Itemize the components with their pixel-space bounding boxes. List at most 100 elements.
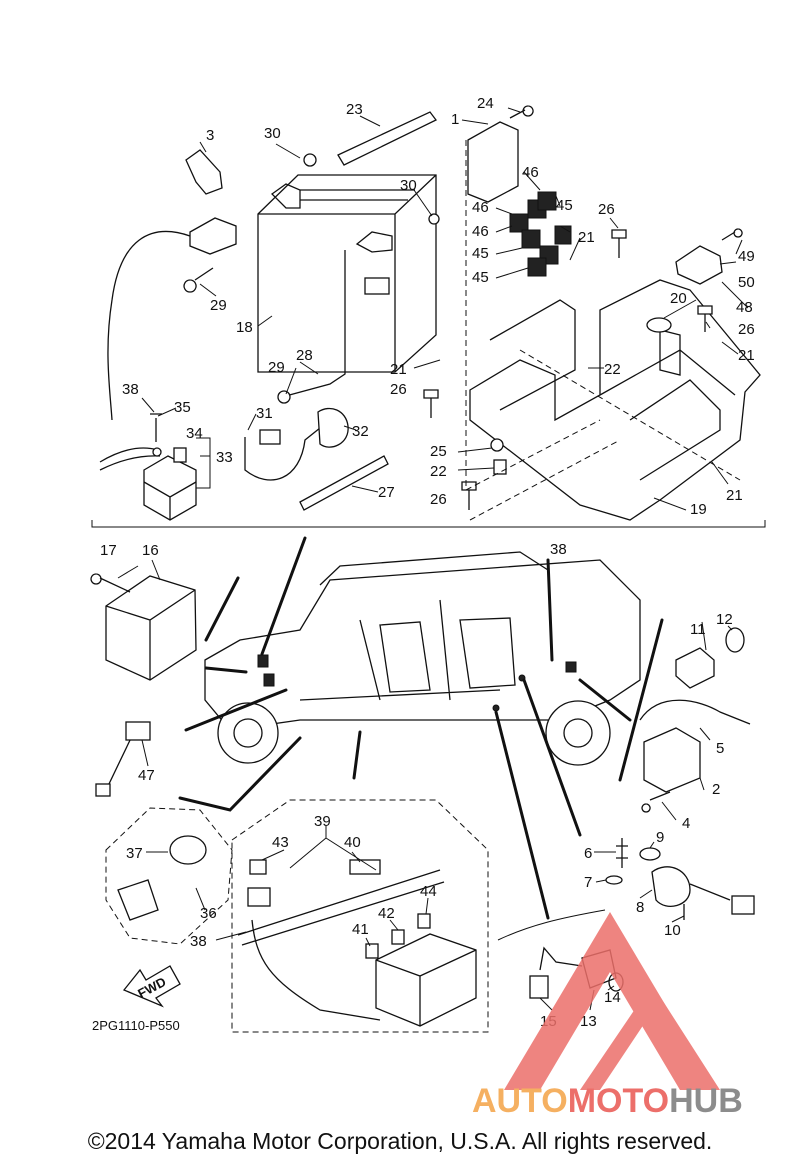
callout-38b: 38 [550, 541, 567, 558]
battery-cable [107, 231, 191, 421]
battery-strap [337, 111, 437, 166]
callout-36: 36 [200, 905, 217, 922]
bolt-26d [461, 481, 477, 510]
clip-22 [493, 459, 507, 475]
callout-labels: 1 2 3 4 5 6 7 8 9 10 11 12 13 14 15 16 1… [100, 95, 755, 1030]
watermark-wordmark: AUTOMOTOHUB [472, 1082, 743, 1121]
callout-39: 39 [314, 813, 331, 830]
o-ring-12 [725, 627, 745, 653]
fuse-box-small [189, 217, 237, 255]
bolt-17 [90, 573, 131, 593]
callout-35: 35 [174, 399, 191, 416]
callout-5: 5 [716, 740, 724, 757]
ignition-coil [643, 727, 701, 793]
bolt-26c [423, 389, 439, 418]
callout-1: 1 [451, 111, 459, 128]
callout-21b: 21 [738, 347, 755, 364]
callout-14: 14 [604, 989, 621, 1006]
callout-6: 6 [584, 845, 592, 862]
screw-24 [509, 105, 534, 119]
callout-16: 16 [142, 542, 159, 559]
callout-50: 50 [738, 274, 755, 291]
callout-24: 24 [477, 95, 494, 112]
cable-15 [539, 946, 583, 971]
callout-31: 31 [256, 405, 273, 422]
screw-29a [183, 267, 214, 293]
washer-7 [605, 875, 623, 885]
callout-4: 4 [682, 815, 690, 832]
callout-2: 2 [712, 781, 720, 798]
callout-27: 27 [378, 484, 395, 501]
cable-28 [281, 250, 346, 398]
bolt-26b [697, 305, 713, 332]
watermark-moto: MOTO [567, 1082, 670, 1120]
connector-31 [259, 429, 281, 445]
callout-45a: 45 [556, 197, 573, 214]
starter-relay [143, 455, 197, 521]
callout-37: 37 [126, 845, 143, 862]
callout-41: 41 [352, 921, 369, 938]
top-panel-border [91, 520, 766, 528]
regulator [105, 575, 197, 681]
callout-11: 11 [690, 621, 706, 638]
bracket-50 [675, 245, 723, 285]
bolt-26a [611, 229, 627, 258]
callout-46c: 46 [472, 223, 489, 240]
callout-9: 9 [656, 829, 664, 846]
switch-body [117, 879, 159, 921]
callout-7: 7 [584, 874, 592, 891]
bolt-4 [641, 791, 671, 813]
callout-21d: 21 [726, 487, 743, 504]
sensor-8 [651, 866, 691, 907]
clamp-32 [317, 407, 349, 448]
callout-46b: 46 [472, 199, 489, 216]
bolt-30a [303, 153, 317, 167]
callout-19: 19 [690, 501, 707, 518]
callout-28: 28 [296, 347, 313, 364]
harness-31 [244, 419, 331, 481]
bolt-30b [428, 213, 440, 225]
callout-30b: 30 [400, 177, 417, 194]
o-ring-9 [639, 847, 661, 861]
clamp [185, 149, 223, 195]
callout-42: 42 [378, 905, 395, 922]
relay-cluster [467, 121, 572, 277]
callout-8: 8 [636, 899, 644, 916]
callout-34: 34 [186, 425, 203, 442]
callout-29b: 29 [268, 359, 285, 376]
watermark-logo [504, 912, 720, 1090]
leader-lines [117, 107, 749, 1011]
plug-6 [616, 838, 628, 868]
battery [257, 174, 437, 373]
callout-43: 43 [272, 834, 289, 851]
screw-29b [277, 390, 291, 404]
diagram-code: 2PG1110-P550 [92, 1018, 180, 1033]
battery-tray [469, 279, 761, 521]
callout-3: 3 [206, 127, 214, 144]
watermark-hub: HUB [669, 1082, 743, 1120]
callout-25: 25 [430, 443, 447, 460]
callout-49: 49 [738, 248, 755, 265]
callout-20: 20 [670, 290, 687, 307]
callout-10: 10 [664, 922, 681, 939]
callout-23: 23 [346, 101, 363, 118]
callout-29a: 29 [210, 297, 227, 314]
callout-33: 33 [216, 449, 233, 466]
sensor-11 [675, 647, 715, 689]
harness-bundle [237, 869, 445, 946]
callout-45c: 45 [472, 269, 489, 286]
callout-38c: 38 [190, 933, 207, 950]
nut-25 [490, 438, 504, 452]
callout-18: 18 [236, 319, 253, 336]
relay-plug [173, 447, 187, 463]
vehicle-outline [204, 551, 641, 766]
callout-26b: 26 [738, 321, 755, 338]
callout-22b: 22 [430, 463, 447, 480]
callout-40: 40 [344, 834, 361, 851]
callout-47: 47 [138, 767, 155, 784]
callout-46a: 46 [522, 164, 539, 181]
fuse-box-main [375, 933, 477, 1027]
connector-10 [731, 895, 755, 915]
callout-12: 12 [716, 611, 733, 628]
